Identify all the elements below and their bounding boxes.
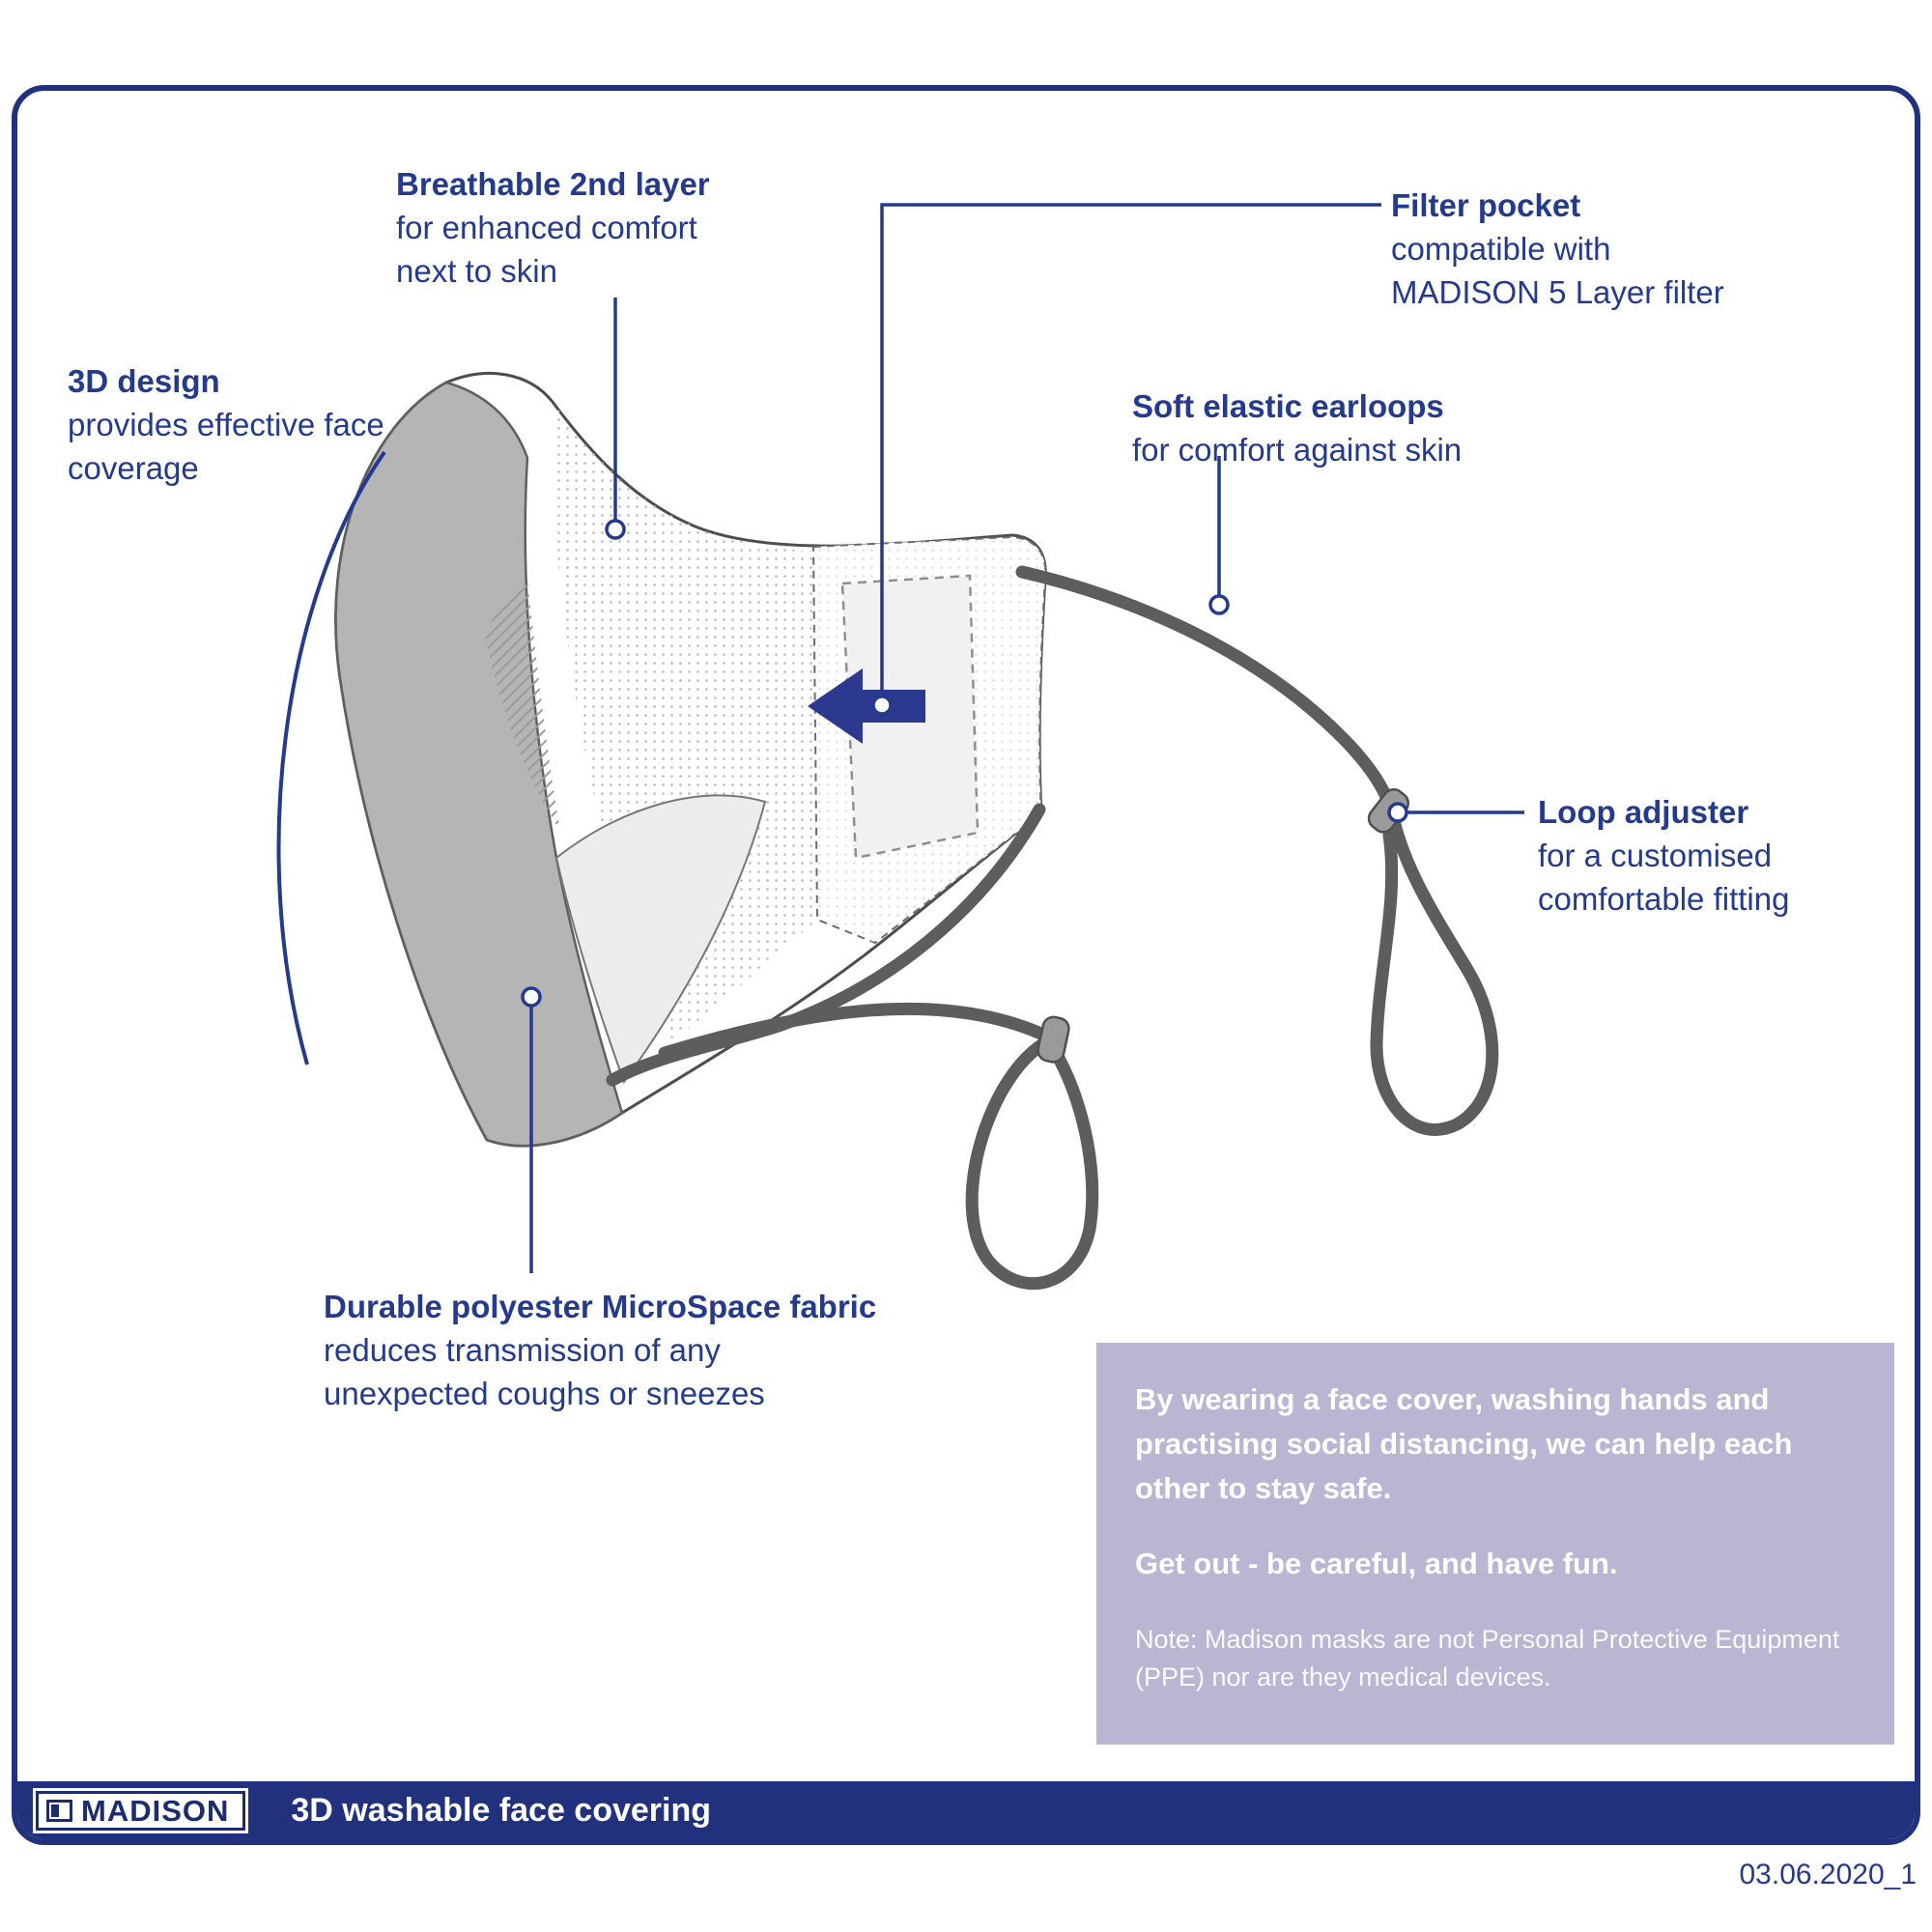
label-loop-adjuster: Loop adjuster for a customised comfortab… xyxy=(1538,790,1789,921)
filter-arrow-icon xyxy=(808,668,925,744)
info-note: Note: Madison masks are not Personal Pro… xyxy=(1135,1625,1840,1691)
earloop-top-cord xyxy=(1015,565,1499,1136)
label-title: Filter pocket xyxy=(1391,187,1581,223)
label-title: Soft elastic earloops xyxy=(1132,388,1444,424)
label-soft-elastic-earloops: Soft elastic earloops for comfort agains… xyxy=(1132,384,1462,471)
loop-adjuster-bead-bottom xyxy=(1037,1015,1070,1064)
product-title: 3D washable face covering xyxy=(291,1791,712,1829)
label-line: reduces transmission of any xyxy=(324,1332,721,1368)
frame-border: MADISON 3D washable face covering xyxy=(12,85,1920,1845)
label-filter-pocket: Filter pocket compatible with MADISON 5 … xyxy=(1391,184,1724,314)
callout-dot-breathable xyxy=(605,519,626,540)
label-3d-design: 3D design provides effective face covera… xyxy=(68,359,384,490)
info-paragraph-1: By wearing a face cover, washing hands a… xyxy=(1135,1382,1793,1505)
label-durable-fabric: Durable polyester MicroSpace fabric redu… xyxy=(324,1285,876,1415)
info-paragraph-2: Get out - be careful, and have fun. xyxy=(1135,1547,1618,1580)
label-breathable-2nd-layer: Breathable 2nd layer for enhanced comfor… xyxy=(396,162,710,293)
label-title: Loop adjuster xyxy=(1538,794,1749,830)
mask-flap xyxy=(554,794,767,1085)
label-line: comfortable fitting xyxy=(1538,881,1790,917)
date-code: 03.06.2020_1 xyxy=(1739,1859,1917,1890)
label-line: provides effective face xyxy=(68,407,384,442)
label-title: 3D design xyxy=(68,363,220,399)
label-line: for a customised xyxy=(1538,838,1773,873)
mask-outer-fold xyxy=(334,381,624,1148)
label-line: unexpected coughs or sneezes xyxy=(324,1376,765,1411)
callout-dots xyxy=(521,519,1408,1008)
fabric-hatch-patch xyxy=(485,580,560,831)
madison-logo-icon xyxy=(46,1799,72,1822)
callout-dot-filter xyxy=(871,695,893,716)
label-title: Durable polyester MicroSpace fabric xyxy=(324,1289,877,1324)
earloop-bottom-loop xyxy=(658,1002,1099,1291)
madison-logo-text: MADISON xyxy=(81,1793,230,1828)
label-line: compatible with xyxy=(1391,231,1611,267)
label-line: coverage xyxy=(68,450,199,486)
label-line: for comfort against skin xyxy=(1132,432,1463,468)
label-line: MADISON 5 Layer filter xyxy=(1391,274,1724,310)
callout-dot-fabric xyxy=(521,986,542,1008)
callout-dot-adjuster xyxy=(1387,802,1408,823)
arc-3d-design xyxy=(276,450,386,1065)
earloops xyxy=(606,565,1499,1291)
label-title: Breathable 2nd layer xyxy=(396,166,710,202)
madison-logo: MADISON xyxy=(33,1787,249,1833)
callout-lines xyxy=(276,203,1524,1273)
leader-filter-pocket xyxy=(880,203,1381,696)
footer-band: MADISON 3D washable face covering xyxy=(17,1781,1915,1839)
madison-logo-frame: MADISON xyxy=(36,1790,246,1831)
label-line: next to skin xyxy=(396,253,557,289)
label-line: for enhanced comfort xyxy=(396,210,697,245)
callout-dot-earloop xyxy=(1208,594,1230,615)
safety-info-box: By wearing a face cover, washing hands a… xyxy=(1096,1343,1894,1745)
loop-adjuster-beads xyxy=(1037,788,1410,1064)
